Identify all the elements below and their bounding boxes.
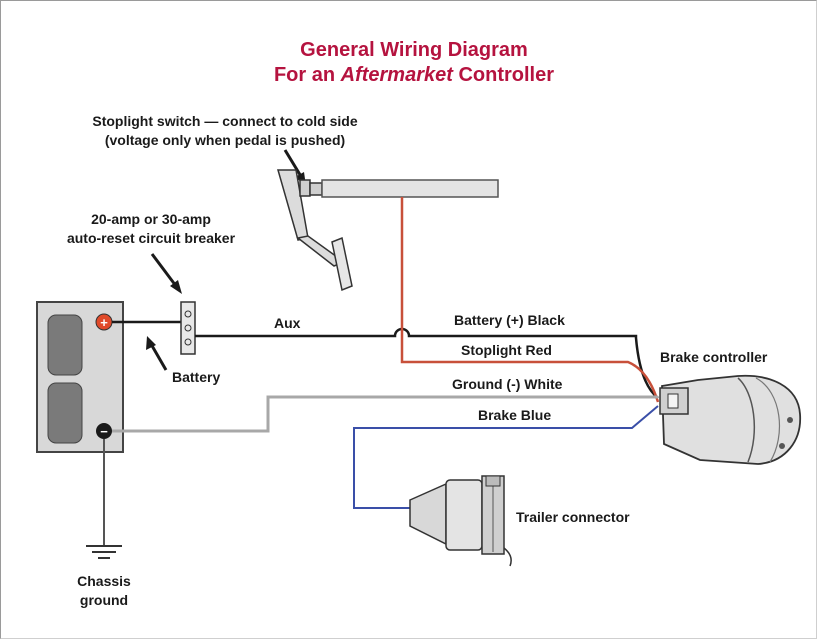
red-wire <box>400 197 660 403</box>
breaker-pointer-head <box>170 280 182 294</box>
chassis-ground-label-2: ground <box>80 592 128 608</box>
ground-symbol-icon <box>86 545 122 559</box>
battery-pointer-head <box>146 336 156 350</box>
brake-controller-icon <box>659 374 801 465</box>
battery-black-label: Battery (+) Black <box>454 312 565 328</box>
blue-brake-wire <box>353 405 659 509</box>
brake-blue-label: Brake Blue <box>478 407 551 423</box>
breaker-pointer-arrow <box>150 253 178 287</box>
stoplight-pointer-arrow <box>283 149 304 179</box>
ground-white-label: Ground (-) White <box>452 376 563 392</box>
black-wire <box>195 327 659 399</box>
breaker-label-1: 20-amp or 30-amp <box>91 211 211 227</box>
white-ground-wire <box>112 395 658 433</box>
title-line-2: For an Aftermarket Controller <box>274 64 554 86</box>
stoplight-switch-label-1: Stoplight switch — connect to cold side <box>92 113 357 129</box>
battery-negative-terminal <box>96 423 112 439</box>
trailer-connector-icon <box>409 475 512 567</box>
stoplight-red-label: Stoplight Red <box>461 342 552 358</box>
negative-symbol: − <box>100 424 108 439</box>
brake-pedal-icon <box>277 169 499 292</box>
positive-symbol: + <box>100 315 108 330</box>
aux-label: Aux <box>274 315 301 331</box>
title-line-1: General Wiring Diagram <box>300 39 528 61</box>
breaker-label-2: auto-reset circuit breaker <box>67 230 236 246</box>
chassis-ground-label-1: Chassis <box>77 573 131 589</box>
battery-pointer-arrow <box>149 343 168 371</box>
trailer-connector-label: Trailer connector <box>516 509 630 525</box>
brake-controller-label: Brake controller <box>660 349 768 365</box>
battery-label: Battery <box>172 369 220 385</box>
circuit-breaker-icon <box>180 301 196 355</box>
stoplight-switch-label-2: (voltage only when pedal is pushed) <box>105 132 345 148</box>
